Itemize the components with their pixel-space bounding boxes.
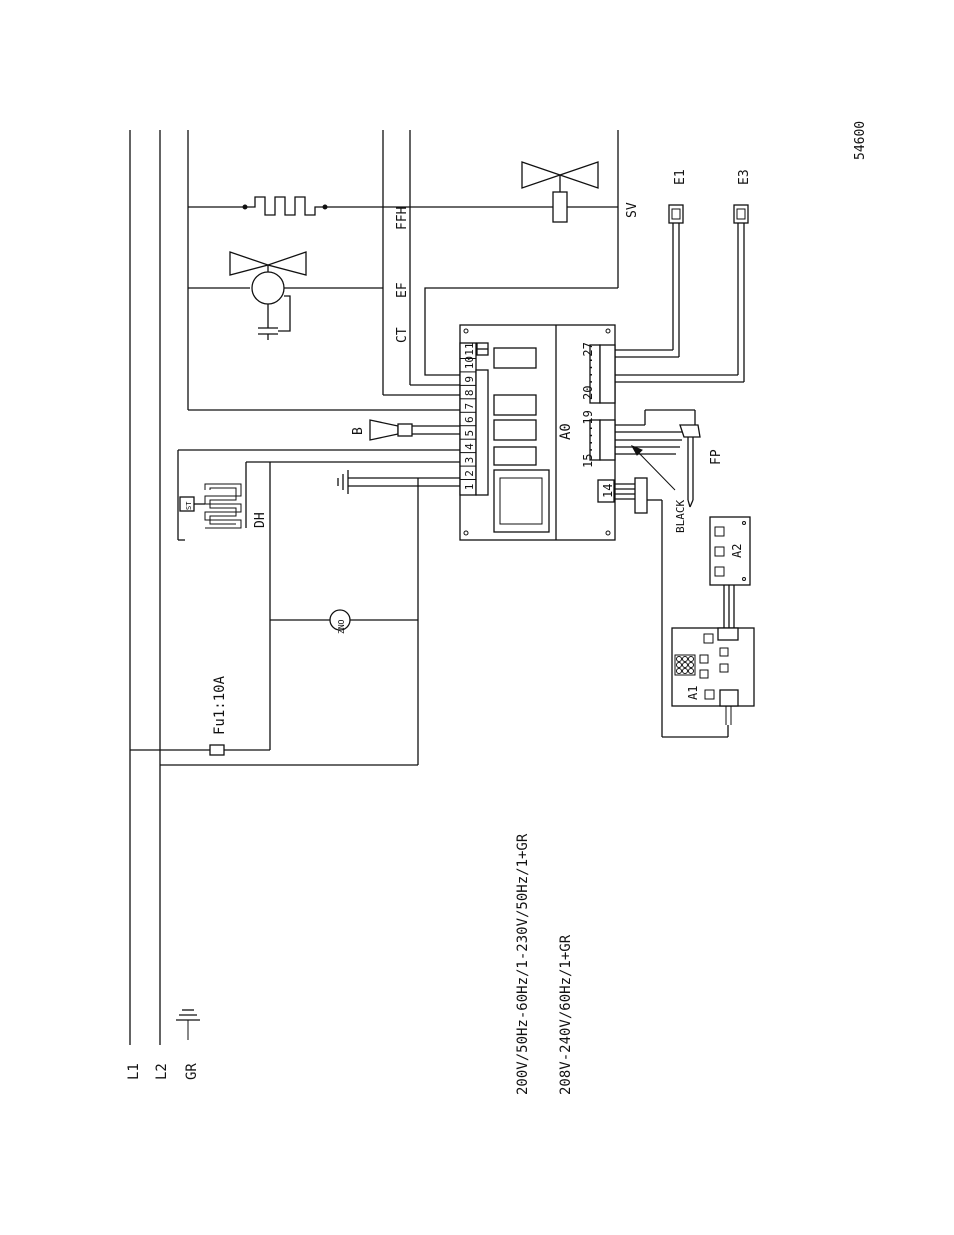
dh-label: DH	[253, 512, 268, 528]
terminal-2: 2	[463, 470, 476, 477]
sv-label: SV	[625, 202, 640, 218]
range-20-27-label: 20....27	[581, 342, 595, 400]
terminal-10: 10	[463, 356, 476, 369]
ef-fan-symbol	[188, 252, 383, 340]
buzzer-b-label: B	[351, 427, 366, 435]
terminal-6: 6	[463, 416, 476, 423]
a1-a2-cable	[724, 585, 734, 628]
terminal-8: 8	[463, 389, 476, 396]
terminal-9: 9	[463, 376, 476, 383]
ground-symbol-gr	[176, 1010, 200, 1040]
e3-probe-symbol	[734, 205, 748, 382]
buzzer-b-symbol	[370, 420, 460, 440]
sv-solenoid-valve-symbol	[410, 162, 618, 222]
terminal-4: 4	[463, 443, 476, 450]
gr-label: GR	[184, 1063, 200, 1080]
st-label: ST	[185, 501, 193, 510]
terminal-3: 3	[463, 457, 476, 464]
ct-label: CT	[395, 327, 410, 343]
supply-rails	[130, 130, 618, 1045]
l1-label: L1	[126, 1063, 142, 1080]
drawing-number: 54600	[853, 121, 868, 160]
zno-fuse-circuit	[130, 478, 418, 765]
voltage-line-1: 200V/50Hz-60Hz/1-230V/50Hz/1+GR	[515, 833, 531, 1095]
range-15-19-label: 15....19	[581, 410, 595, 468]
black-label: BLACK	[674, 500, 687, 533]
fp-probe-symbol	[615, 410, 700, 507]
e1-label: E1	[673, 169, 688, 185]
ef-label: EF	[395, 282, 410, 298]
terminal-1: 1	[463, 484, 476, 491]
a2-label: A2	[730, 544, 744, 558]
fuse-fu1	[210, 745, 224, 755]
connector-14-label: 14	[601, 484, 615, 498]
fp-label: FP	[709, 449, 724, 465]
controller-ground	[338, 470, 460, 494]
controller-a0-label: A0	[558, 423, 574, 440]
l2-label: L2	[154, 1063, 170, 1080]
ffh-heater-symbol	[188, 197, 410, 215]
ffh-label: FFH	[395, 207, 410, 230]
terminal-7: 7	[463, 403, 476, 410]
fuse-label: Fu1:10A	[212, 675, 228, 735]
voltage-line-2: 208V-240V/60Hz/1+GR	[558, 934, 574, 1095]
e3-label: E3	[737, 169, 752, 185]
zno-label: ZNO	[337, 619, 346, 634]
a1-board	[672, 628, 754, 725]
terminal-11: 11	[463, 342, 476, 355]
supply-labels: L1 L2 GR	[126, 1063, 200, 1080]
terminal-5: 5	[463, 430, 476, 437]
e1-probe-symbol	[669, 205, 683, 357]
a1-label: A1	[686, 686, 700, 700]
